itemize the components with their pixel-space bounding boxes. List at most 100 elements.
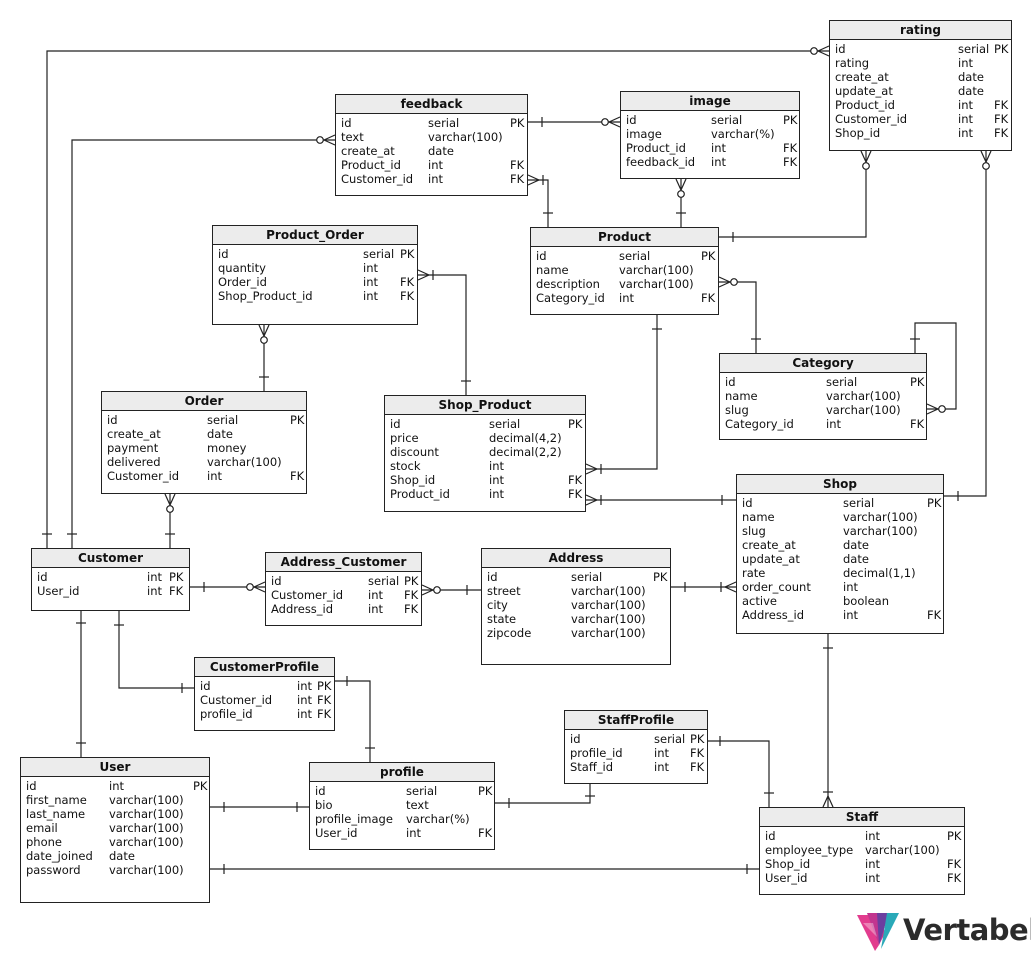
column-type: int	[865, 857, 880, 871]
column-name: Shop_id	[390, 473, 436, 487]
relationship-staff-user[interactable]	[210, 864, 759, 874]
relationship-customerprofile-customer[interactable]	[114, 611, 194, 693]
column-key: PK	[690, 732, 705, 746]
relationship-customer-user[interactable]	[76, 611, 86, 757]
column-type: serial	[958, 42, 990, 56]
column-type: varchar(100)	[571, 598, 646, 612]
column-key: FK	[690, 760, 705, 774]
table-name: rating	[830, 21, 1011, 40]
column-name: password	[26, 863, 81, 877]
table-name: image	[621, 92, 799, 111]
column-type: int	[489, 473, 504, 487]
relationship-address-customer-address[interactable]	[421, 584, 481, 596]
column-type: int	[207, 469, 222, 483]
column-name: id	[487, 570, 498, 584]
column-name: Category_id	[725, 417, 794, 431]
column-type: int	[363, 289, 378, 303]
column-type: varchar(100)	[619, 277, 694, 291]
relationship-profile-user[interactable]	[210, 802, 309, 812]
relationship-staffprofile-staff[interactable]	[708, 736, 774, 807]
column-key: PK	[478, 784, 493, 798]
relationship-staff-shop[interactable]	[822, 634, 834, 808]
relationship-shop-product-product[interactable]	[585, 315, 662, 475]
column-type: int	[297, 707, 312, 721]
relationship-product-category[interactable]	[718, 276, 761, 353]
column-type: boolean	[843, 594, 889, 608]
column-type: serial	[363, 247, 395, 261]
column-type: serial	[843, 496, 875, 510]
column-name: order_count	[742, 580, 811, 594]
column-key: FK	[994, 112, 1009, 126]
relationship-shop-address[interactable]	[671, 581, 737, 593]
relationship-order-customer[interactable]	[164, 493, 176, 548]
relationship-address-customer-customer[interactable]	[190, 581, 266, 593]
column-type: varchar(100)	[109, 835, 184, 849]
relationship-feedback-customer[interactable]	[67, 134, 336, 548]
column-name: User_id	[765, 871, 808, 885]
relationship-rating-shop[interactable]	[944, 150, 992, 501]
column-key: FK	[290, 469, 305, 483]
column-name: Shop_id	[765, 857, 811, 871]
table-name: Customer	[32, 549, 189, 568]
column-type: int	[368, 602, 383, 616]
relationship-category-category[interactable]	[910, 322, 957, 415]
column-type: serial	[489, 417, 521, 431]
relationship-shop-product-shop[interactable]	[585, 494, 736, 506]
column-type: int	[428, 158, 443, 172]
relationship-rating-customer[interactable]	[42, 45, 830, 548]
column-type: int	[619, 291, 634, 305]
relationship-product-order-order[interactable]	[258, 324, 270, 391]
column-type: decimal(2,2)	[489, 445, 562, 459]
relationship-staffprofile-profile[interactable]	[495, 784, 595, 808]
relationship-customerprofile-profile[interactable]	[335, 676, 375, 762]
column-type: int	[865, 829, 880, 843]
column-type: int	[826, 417, 841, 431]
relationship-image-product[interactable]	[675, 178, 687, 227]
relationship-image-feedback[interactable]	[528, 116, 621, 128]
column-type: serial	[654, 732, 686, 746]
column-name: id	[765, 829, 776, 843]
column-type: varchar(100)	[109, 807, 184, 821]
column-type: int	[711, 155, 726, 169]
column-type: int	[654, 760, 669, 774]
column-type: serial	[207, 413, 239, 427]
table-name: CustomerProfile	[195, 658, 334, 677]
relationship-rating-product[interactable]	[719, 150, 872, 242]
column-type: int	[958, 98, 973, 112]
column-name: id	[315, 784, 326, 798]
relationship-product-order-shop-product[interactable]	[417, 269, 471, 395]
relationship-feedback-product[interactable]	[527, 174, 553, 227]
